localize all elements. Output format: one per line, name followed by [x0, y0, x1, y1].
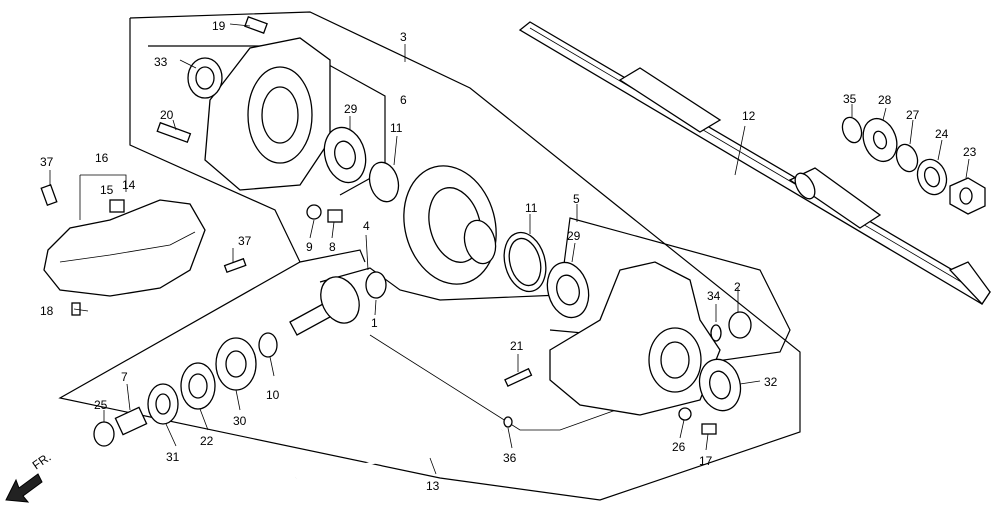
- cover-assembly: [156, 16, 400, 223]
- callout-36: 36: [503, 451, 517, 465]
- callout-22: 22: [200, 434, 214, 448]
- callout-24: 24: [935, 127, 949, 141]
- callout-3: 3: [400, 30, 407, 44]
- callout-25: 25: [94, 398, 108, 412]
- callout-4: 4: [363, 219, 370, 233]
- callout-11: 11: [390, 121, 403, 135]
- callout-13: 13: [426, 479, 440, 493]
- callout-33: 33: [154, 55, 168, 69]
- callout-8: 8: [329, 240, 336, 254]
- callout-1: 1: [371, 316, 378, 330]
- callout-7: 7: [121, 370, 128, 384]
- callouts: 19 3 33 6 29 20 11 37 16 15 14 37 9 8 4 …: [40, 19, 977, 493]
- callout-14: 14: [122, 178, 136, 192]
- breather-tube: [295, 416, 513, 480]
- callout-34: 34: [707, 289, 721, 303]
- callout-27: 27: [906, 108, 920, 122]
- gear-case: [504, 261, 752, 435]
- callout-11: 11: [525, 201, 538, 215]
- callout-28: 28: [878, 93, 892, 107]
- callout-30: 30: [233, 414, 247, 428]
- callout-18: 18: [40, 304, 54, 318]
- callout-15: 15: [100, 183, 114, 197]
- callout-37: 37: [40, 155, 54, 169]
- callout-2: 2: [734, 280, 741, 294]
- callout-32: 32: [764, 375, 778, 389]
- pinion-assembly: [93, 271, 387, 447]
- callout-35: 35: [843, 92, 857, 106]
- callout-23: 23: [963, 145, 977, 159]
- callout-10: 10: [266, 388, 280, 402]
- callout-21: 21: [510, 339, 524, 353]
- callout-29: 29: [567, 229, 581, 243]
- callout-31: 31: [166, 450, 180, 464]
- callout-12: 12: [742, 109, 756, 123]
- callout-20: 20: [160, 108, 174, 122]
- direction-label: FR.: [30, 450, 54, 473]
- callout-16: 16: [95, 151, 109, 165]
- callout-26: 26: [672, 440, 686, 454]
- guard-plate: [40, 183, 247, 316]
- shaft-hardware: [841, 116, 986, 215]
- callout-37: 37: [238, 234, 252, 248]
- main-shaft: [518, 21, 991, 306]
- callout-17: 17: [699, 454, 713, 468]
- callout-19: 19: [212, 19, 226, 33]
- callout-5: 5: [573, 192, 580, 206]
- fr-direction-arrow: FR.: [5, 450, 54, 503]
- callout-29: 29: [344, 102, 358, 116]
- ring-gear: [403, 165, 547, 293]
- callout-6: 6: [400, 93, 407, 107]
- callout-9: 9: [306, 240, 313, 254]
- leader-lines: [49, 23, 970, 475]
